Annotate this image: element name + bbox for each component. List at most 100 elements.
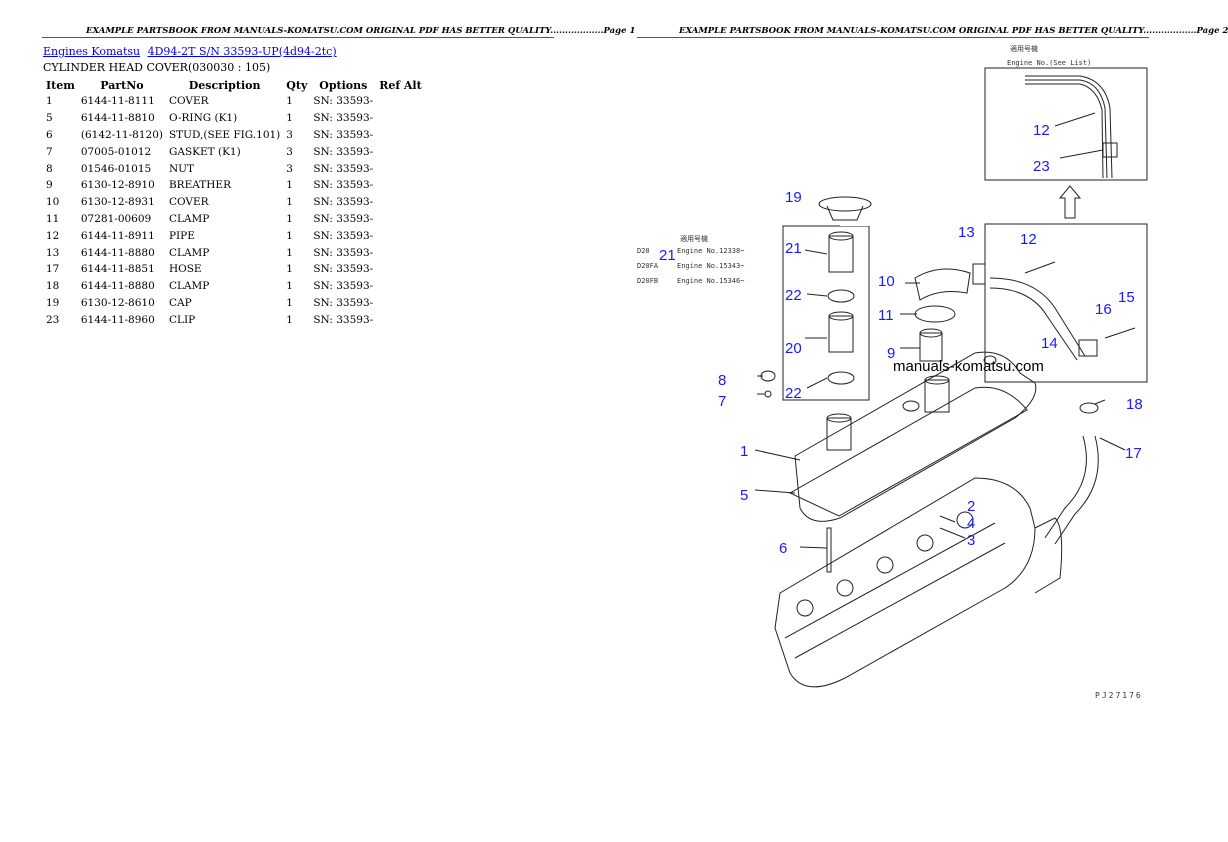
cell-item: 8 [46,162,53,175]
col-item: Item [46,78,75,92]
cell-partno: 6144-11-8810 [80,112,155,125]
callout-3: 3 [967,532,975,549]
inset-mid-title-jp: 適用号機 [680,234,708,243]
breadcrumb-link-engines[interactable]: Engines Komatsu [43,45,141,58]
cell-item: 1 [46,95,53,108]
cell-options: SN: 33593- [313,313,374,326]
cell-refalt [376,160,425,177]
callout-8: 8 [718,372,726,389]
callout-12-inset: 12 [1033,122,1050,139]
cell-options: SN: 33593- [313,296,374,309]
inset-box-top: 適用号機 Engine No.(See List) [984,44,1148,181]
callout-22-upper: 22 [785,287,802,304]
cell-qty: 1 [286,196,293,209]
cell-description: COVER [168,95,209,108]
table-header-row: Item PartNo Description Qty Options Ref … [43,77,425,93]
inset-top-title: Engine No.(See List) [1007,59,1091,67]
section-title: CYLINDER HEAD COVER(030030 : 105) [43,61,271,74]
cell-options: SN: 33593- [313,263,374,276]
breather-part [914,263,986,362]
cell-partno: 01546-01015 [80,162,152,175]
cell-description: CLAMP [168,212,210,225]
cell-qty: 1 [286,246,293,259]
cell-options: SN: 33593- [313,179,374,192]
breadcrumb-link-model[interactable]: 4D94-2T S/N 33593-UP(4d94-2tc) [147,45,337,58]
cap-part [818,196,872,221]
nut-part [760,370,776,382]
cell-item: 23 [46,313,60,326]
header-divider [637,37,1149,38]
callout-14: 14 [1041,335,1058,352]
cell-qty: 1 [286,263,293,276]
col-description: Description [188,78,261,92]
callout-13: 13 [958,224,975,241]
cell-item: 7 [46,145,53,158]
exploded-parts-diagram: 適用号機 Engine No.(See List) 適用号機 D20 Engin… [637,44,1148,700]
callout-5: 5 [740,487,748,504]
callout-18: 18 [1126,396,1143,413]
cell-item: 9 [46,179,53,192]
cell-partno: 6144-11-8880 [80,280,155,293]
breadcrumb: Engines Komatsu 4D94-2T S/N 33593-UP(4d9… [43,45,337,58]
cell-refalt [376,143,425,160]
cell-qty: 1 [286,212,293,225]
cell-refalt [376,278,425,295]
page-1: EXAMPLE PARTSBOOK FROM MANUALS-KOMATSU.C… [0,0,635,842]
cell-qty: 3 [286,162,293,175]
callout-9: 9 [887,345,895,362]
cell-refalt [376,311,425,328]
col-refalt: Ref Alt [379,78,422,92]
cell-partno: 6144-11-8880 [80,246,155,259]
callout-21-inset: 21 [785,240,802,257]
figure-code: PJ27176 [1095,691,1143,700]
cell-item: 18 [46,280,60,293]
cell-partno: 6130-12-8910 [80,179,155,192]
parts-table: Item PartNo Description Qty Options Ref … [43,77,425,328]
cell-description: BREATHER [168,179,231,192]
cell-item: 12 [46,229,60,242]
hose-part [1044,402,1099,545]
cell-refalt [376,127,425,144]
col-partno: PartNo [100,78,144,92]
page-header: EXAMPLE PARTSBOOK FROM MANUALS-KOMATSU.C… [679,26,1228,36]
cell-partno: 07281-00609 [80,212,152,225]
cell-refalt [376,110,425,127]
cell-description: CLIP [168,313,196,326]
serial-row-1-code: D20 [637,247,650,255]
inset-box-breather: 適用号機 D20 Engine No.12338~ D20FA Engine N… [637,222,876,401]
col-qty: Qty [286,78,308,92]
cell-partno: 6144-11-8851 [80,263,155,276]
cell-item: 10 [46,196,60,209]
callout-22-lower: 22 [785,385,802,402]
cell-description: NUT [168,162,195,175]
callout-6: 6 [779,540,787,557]
cell-qty: 1 [286,112,293,125]
callout-10: 10 [878,273,895,290]
cell-description: COVER [168,196,209,209]
cell-partno: 6144-11-8960 [80,313,155,326]
cylinder-head [774,477,1063,688]
cell-options: SN: 33593- [313,95,374,108]
callout-2: 2 [967,498,975,515]
cell-qty: 3 [286,128,293,141]
callout-11: 11 [878,307,894,324]
cell-options: SN: 33593- [313,145,374,158]
stud-part [826,527,832,573]
cell-description: PIPE [168,229,195,242]
callout-20: 20 [785,340,802,357]
cell-options: SN: 33593- [313,196,374,209]
cell-item: 6 [46,128,53,141]
cell-qty: 1 [286,229,293,242]
page-header: EXAMPLE PARTSBOOK FROM MANUALS-KOMATSU.C… [86,26,636,36]
